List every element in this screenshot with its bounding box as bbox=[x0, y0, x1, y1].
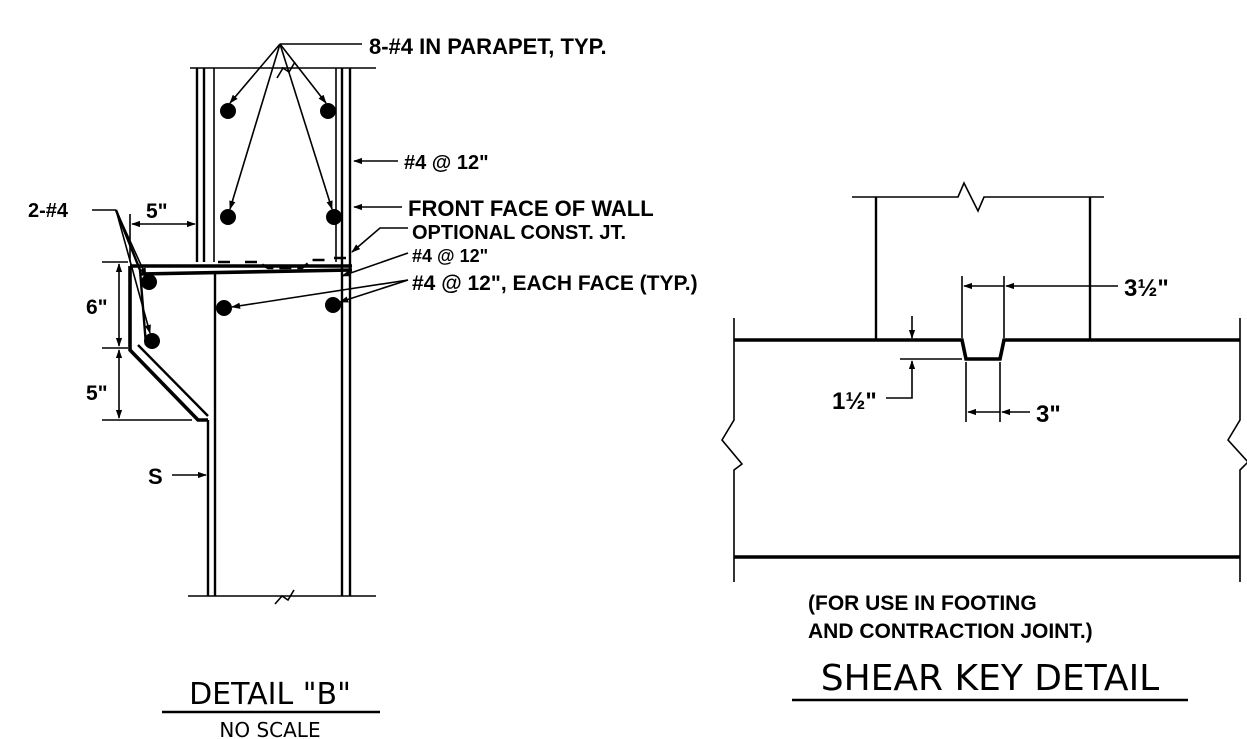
front-face-callout: FRONT FACE OF WALL bbox=[408, 196, 654, 221]
break-symbol-top bbox=[276, 61, 296, 79]
rebar-parapet-lower-left bbox=[220, 209, 236, 225]
dim-top-label: 5" bbox=[146, 200, 168, 223]
corner-bars-callout: 2-#4 bbox=[28, 200, 69, 222]
leader-arrow-4 bbox=[279, 43, 333, 210]
leader-arrow-2 bbox=[229, 43, 281, 210]
ledge-slope-outer bbox=[128, 266, 208, 422]
leader-arrow-3 bbox=[279, 43, 327, 104]
leader-const-joint bbox=[351, 227, 408, 253]
rebar-stem-right bbox=[325, 297, 341, 313]
rebar-stem-left bbox=[216, 300, 232, 316]
rebar-parapet-lower-right bbox=[326, 209, 342, 225]
each-face-callout: #4 @ 12", EACH FACE (TYP.) bbox=[412, 272, 698, 295]
dim-key-bottom-label: 3" bbox=[1036, 401, 1061, 428]
dowel-callout: #4 @ 12" bbox=[412, 246, 488, 266]
dim-key-depth-label: 1½" bbox=[832, 388, 877, 415]
shear-key-title: SHEAR KEY DETAIL bbox=[821, 658, 1160, 699]
footing-top-with-key bbox=[734, 338, 1240, 361]
footing-left-break bbox=[721, 318, 744, 582]
ledge-slope-inner bbox=[137, 344, 209, 417]
construction-joint bbox=[218, 256, 346, 270]
dim-side-lower-label: 5" bbox=[86, 382, 108, 405]
dim-key-depth-arrow-bottom bbox=[886, 360, 916, 399]
dim-side-upper-label: 6" bbox=[86, 296, 108, 319]
const-joint-callout: OPTIONAL CONST. JT. bbox=[412, 222, 626, 244]
break-symbol-bottom bbox=[274, 589, 295, 605]
vertical-bar-callout: #4 @ 12" bbox=[404, 152, 489, 174]
wall-top-break-line bbox=[852, 181, 1104, 213]
footing-right-break bbox=[1227, 318, 1247, 582]
parapet-callout: 8-#4 IN PARAPET, TYP. bbox=[369, 34, 607, 59]
leader-each-face-left bbox=[231, 279, 409, 309]
leader-corner-bars-1 bbox=[115, 209, 147, 277]
rebar-parapet-upper-left bbox=[220, 103, 236, 119]
detail-b-subtitle: NO SCALE bbox=[219, 718, 320, 739]
detail-b-title: DETAIL "B" bbox=[189, 677, 351, 712]
rebar-parapet-upper-right bbox=[320, 103, 336, 119]
detail-b-drawing: 8-#4 IN PARAPET, TYP. #4 @ 12" FRONT FAC… bbox=[28, 34, 698, 739]
leader-corner-bars-2 bbox=[115, 209, 151, 334]
rebar-ledge-lower bbox=[144, 333, 160, 349]
leader-arrow-1 bbox=[229, 43, 281, 104]
shear-key-drawing: 3½" 1½" 3" (FOR USE IN FOOTING AND CONTR… bbox=[721, 181, 1247, 702]
leader-dowel bbox=[341, 252, 409, 277]
ledge-under-line bbox=[139, 268, 353, 276]
s-label: S bbox=[148, 464, 163, 489]
rebar-ledge-upper bbox=[141, 274, 157, 290]
leader-each-face-right bbox=[339, 279, 409, 303]
dim-key-top-label: 3½" bbox=[1124, 275, 1169, 302]
shear-key-note-line2: AND CONTRACTION JOINT.) bbox=[808, 620, 1093, 643]
shear-key-note-line1: (FOR USE IN FOOTING bbox=[808, 592, 1037, 615]
